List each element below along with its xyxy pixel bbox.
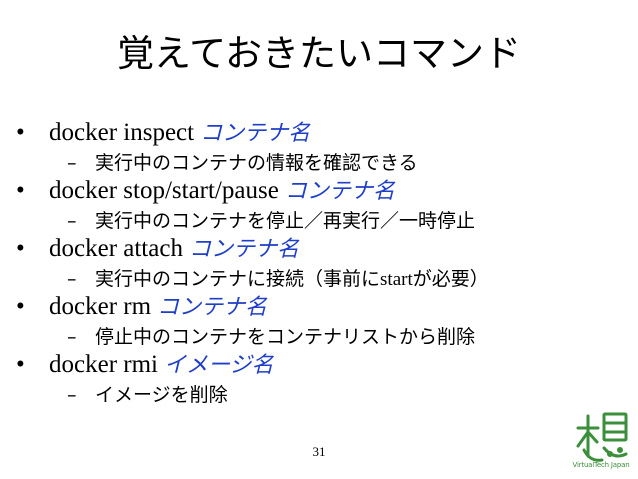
- command-arg: コンテナ名: [157, 295, 268, 320]
- description-text: 実行中のコンテナを停止／再実行／一時停止: [95, 210, 476, 232]
- description-text: 実行中のコンテナに接続（事前にstartが必要）: [95, 267, 489, 292]
- bullet-icon: •: [16, 351, 25, 378]
- bullet-icon: •: [16, 119, 25, 146]
- description-text: 停止中のコンテナをコンテナリストから削除: [95, 326, 476, 348]
- command-arg: イメージ名: [163, 353, 274, 378]
- dash-icon: –: [67, 326, 77, 348]
- command-text: docker rmi: [49, 351, 158, 378]
- bullet-icon: •: [16, 235, 25, 262]
- command-text: docker stop/start/pause: [49, 177, 279, 204]
- command-text: docker rm: [49, 293, 152, 320]
- dash-icon: –: [67, 268, 77, 290]
- command-arg: コンテナ名: [188, 237, 299, 262]
- virtualtech-logo-icon: [576, 412, 628, 462]
- description-text: イメージを削除: [95, 384, 228, 406]
- dash-icon: –: [67, 384, 77, 406]
- description-text: 実行中のコンテナの情報を確認できる: [95, 152, 418, 174]
- dash-icon: –: [67, 210, 77, 232]
- command-text: docker inspect: [49, 119, 195, 146]
- command-arg: コンテナ名: [284, 179, 395, 204]
- logo-text: VirtualTech Japan: [572, 461, 630, 469]
- description-part: start: [380, 269, 413, 290]
- description-part: が必要）: [412, 268, 489, 290]
- bullet-icon: •: [16, 293, 25, 320]
- command-text: docker attach: [49, 235, 183, 262]
- dash-icon: –: [67, 152, 77, 174]
- page-number: 31: [312, 444, 326, 459]
- bullet-icon: •: [16, 177, 25, 204]
- description-part: 実行中のコンテナに接続（事前に: [95, 268, 381, 290]
- command-arg: コンテナ名: [200, 121, 311, 146]
- slide-title: 覚えておきたいコマンド: [116, 32, 522, 75]
